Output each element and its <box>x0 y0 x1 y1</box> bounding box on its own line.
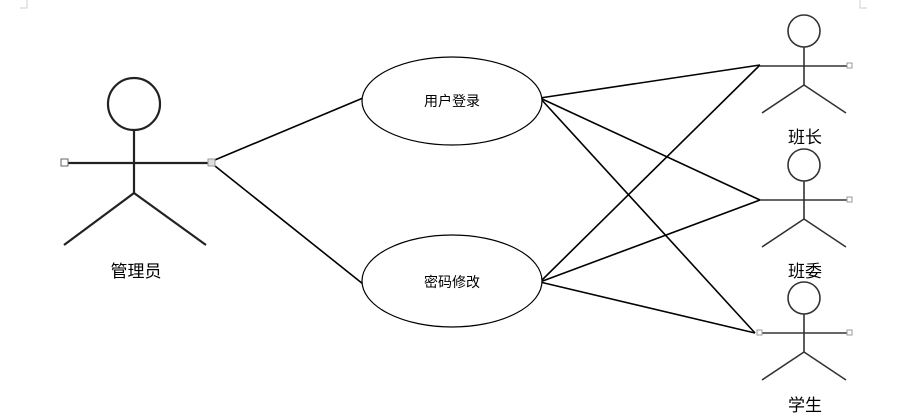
usecase-login-label: 用户登录 <box>424 93 480 110</box>
actor-monitor-left-leg <box>761 84 805 114</box>
usecase-password[interactable]: 密码修改 <box>361 234 543 328</box>
actor-monitor-head <box>787 14 821 48</box>
association-password-monitor <box>539 64 761 283</box>
actor-student-right-leg <box>803 351 847 381</box>
actor-committee-handle-right[interactable] <box>846 196 853 203</box>
association-lines <box>209 64 761 334</box>
actor-monitor[interactable] <box>760 14 853 114</box>
association-login-committee <box>539 97 761 201</box>
page-corner-marks <box>20 0 867 9</box>
usecase-password-shape <box>361 234 543 328</box>
actor-monitor-right-leg <box>803 84 847 114</box>
actor-committee-head <box>787 148 821 182</box>
actor-student-label: 学生 <box>788 396 822 416</box>
association-admin-password <box>209 161 364 285</box>
actor-admin-handle-right[interactable] <box>207 158 216 167</box>
actor-committee[interactable] <box>760 148 853 248</box>
actor-admin[interactable] <box>60 76 216 246</box>
association-admin-login <box>209 97 364 163</box>
usecase-login-shape <box>361 56 543 146</box>
association-login-student <box>539 97 756 334</box>
actor-committee-label: 班委 <box>788 262 822 282</box>
usecase-password-label: 密码修改 <box>424 274 480 291</box>
actor-admin-right-leg <box>133 192 207 246</box>
actor-admin-label: 管理员 <box>111 262 162 282</box>
actor-student-left-leg <box>761 351 805 381</box>
actor-student-handle-left[interactable] <box>756 329 763 336</box>
actor-admin-left-leg <box>63 192 135 246</box>
actor-committee-right-leg <box>803 218 847 248</box>
association-password-committee <box>539 199 761 283</box>
actor-admin-handle-left[interactable] <box>60 158 69 167</box>
actor-monitor-label: 班长 <box>788 128 822 148</box>
usecase-login[interactable]: 用户登录 <box>361 56 543 146</box>
association-password-student <box>539 281 756 334</box>
actor-admin-head <box>106 76 162 132</box>
association-login-monitor <box>539 64 761 99</box>
actor-student[interactable] <box>756 281 853 381</box>
actor-student-handle-right[interactable] <box>846 329 853 336</box>
actor-committee-left-leg <box>761 218 805 248</box>
actor-monitor-handle-right[interactable] <box>846 62 853 69</box>
actor-student-head <box>787 281 821 315</box>
